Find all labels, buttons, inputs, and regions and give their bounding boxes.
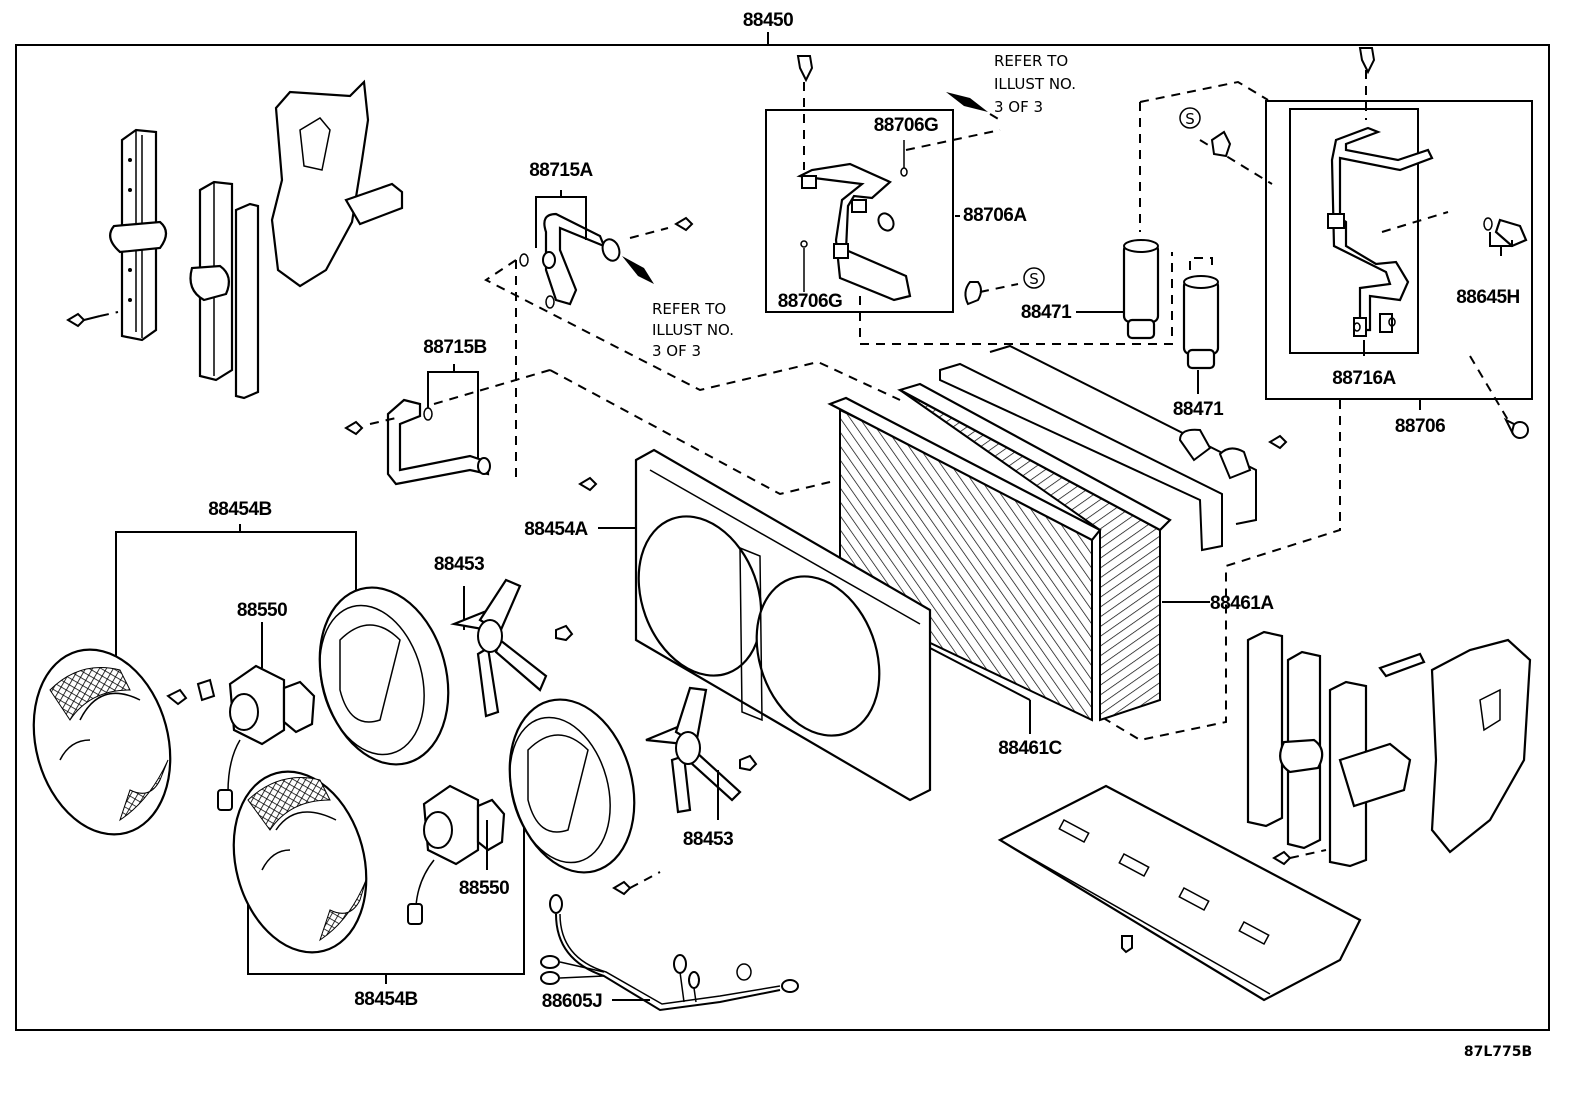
receiver-dryer-88471-a[interactable] xyxy=(1076,239,1160,340)
bolt-icon xyxy=(1358,47,1376,75)
assembly-frame xyxy=(15,32,1550,1031)
part-label-88715A[interactable]: 88715A xyxy=(529,160,594,181)
part-label-88454B-top[interactable]: 88454B xyxy=(208,499,272,520)
fan-shroud-88454A[interactable] xyxy=(598,448,932,802)
bolt-icon xyxy=(1121,935,1133,954)
receiver-dryer-88471-b[interactable] xyxy=(1182,257,1220,394)
fan-shroud-88454B-lower[interactable] xyxy=(214,685,652,984)
refer-arrow-icon xyxy=(946,92,988,112)
assembly-guide-lines xyxy=(484,80,1509,742)
part-label-88461C[interactable]: 88461C xyxy=(998,738,1063,759)
part-label-88461A[interactable]: 88461A xyxy=(1210,593,1275,614)
part-label-88715B[interactable]: 88715B xyxy=(423,337,487,358)
fan-blade-88453-lower[interactable] xyxy=(645,686,758,820)
fan-shroud-88454B-upper[interactable] xyxy=(14,524,467,850)
s-mark-text: S xyxy=(1185,110,1195,128)
bolt-icon xyxy=(1503,417,1529,439)
condenser-88461A[interactable] xyxy=(827,344,1257,734)
bolt-icon xyxy=(796,55,814,83)
part-label-88716A[interactable]: 88716A xyxy=(1332,368,1397,389)
fan-motor-88550-upper[interactable] xyxy=(166,622,316,811)
pipe-88715A[interactable] xyxy=(519,190,694,309)
fan-blade-88453-upper[interactable] xyxy=(450,578,574,718)
bolt-icon xyxy=(578,434,1288,492)
wiring-harness-88605J[interactable] xyxy=(540,871,799,1012)
s-mark-text: S xyxy=(1029,270,1039,288)
note-line: REFER TO xyxy=(994,52,1068,70)
part-label-88706G-top[interactable]: 88706G xyxy=(874,115,939,136)
part-label-88453-a[interactable]: 88453 xyxy=(434,554,485,575)
note-line: REFER TO xyxy=(652,300,726,318)
right-radiator-support-brackets xyxy=(1246,630,1532,868)
refer-arrow-icon xyxy=(622,256,654,284)
note-line: ILLUST NO. xyxy=(994,75,1076,93)
part-label-88550-a[interactable]: 88550 xyxy=(237,600,288,621)
s-mark-upper: S xyxy=(1179,107,1201,129)
pipe-88715B[interactable] xyxy=(344,364,551,486)
bolt-icon xyxy=(612,880,632,896)
illustration-ref-code: 87L775B xyxy=(1464,1044,1532,1060)
note-line: 3 OF 3 xyxy=(994,98,1043,116)
pipe-group-88706[interactable] xyxy=(1265,47,1533,439)
part-label-88706[interactable]: 88706 xyxy=(1395,416,1446,437)
part-label-88471-b[interactable]: 88471 xyxy=(1173,399,1225,420)
refer-note-top: REFER TO ILLUST NO. 3 OF 3 xyxy=(994,52,1076,116)
part-label-88706G-bottom[interactable]: 88706G xyxy=(778,291,843,312)
assembly-part-number[interactable]: 88450 xyxy=(743,10,794,31)
fan-motor-88550-lower[interactable] xyxy=(407,784,506,925)
note-line: 3 OF 3 xyxy=(652,342,701,360)
bolt-icon xyxy=(1272,850,1292,866)
part-label-88453-b[interactable]: 88453 xyxy=(683,829,734,850)
part-label-88605J[interactable]: 88605J xyxy=(542,991,603,1012)
part-label-88454B-bottom[interactable]: 88454B xyxy=(354,989,418,1010)
part-label-88645H[interactable]: 88645H xyxy=(1456,287,1520,308)
part-label-88550-b[interactable]: 88550 xyxy=(459,878,510,899)
engine-under-cover xyxy=(997,784,1362,1002)
part-label-88454A[interactable]: 88454A xyxy=(524,519,589,540)
bolt-icon xyxy=(674,216,694,232)
refer-note-middle: REFER TO ILLUST NO. 3 OF 3 xyxy=(652,300,734,360)
left-radiator-support-brackets xyxy=(66,79,404,400)
part-label-88706A[interactable]: 88706A xyxy=(963,205,1028,226)
bolt-icon xyxy=(344,420,364,436)
bolt-icon xyxy=(66,312,101,328)
part-label-88471-a[interactable]: 88471 xyxy=(1021,302,1073,323)
s-mark-lower: S xyxy=(1023,267,1045,289)
pipe-group-88706A[interactable] xyxy=(765,55,1019,313)
note-line: ILLUST NO. xyxy=(652,321,734,339)
